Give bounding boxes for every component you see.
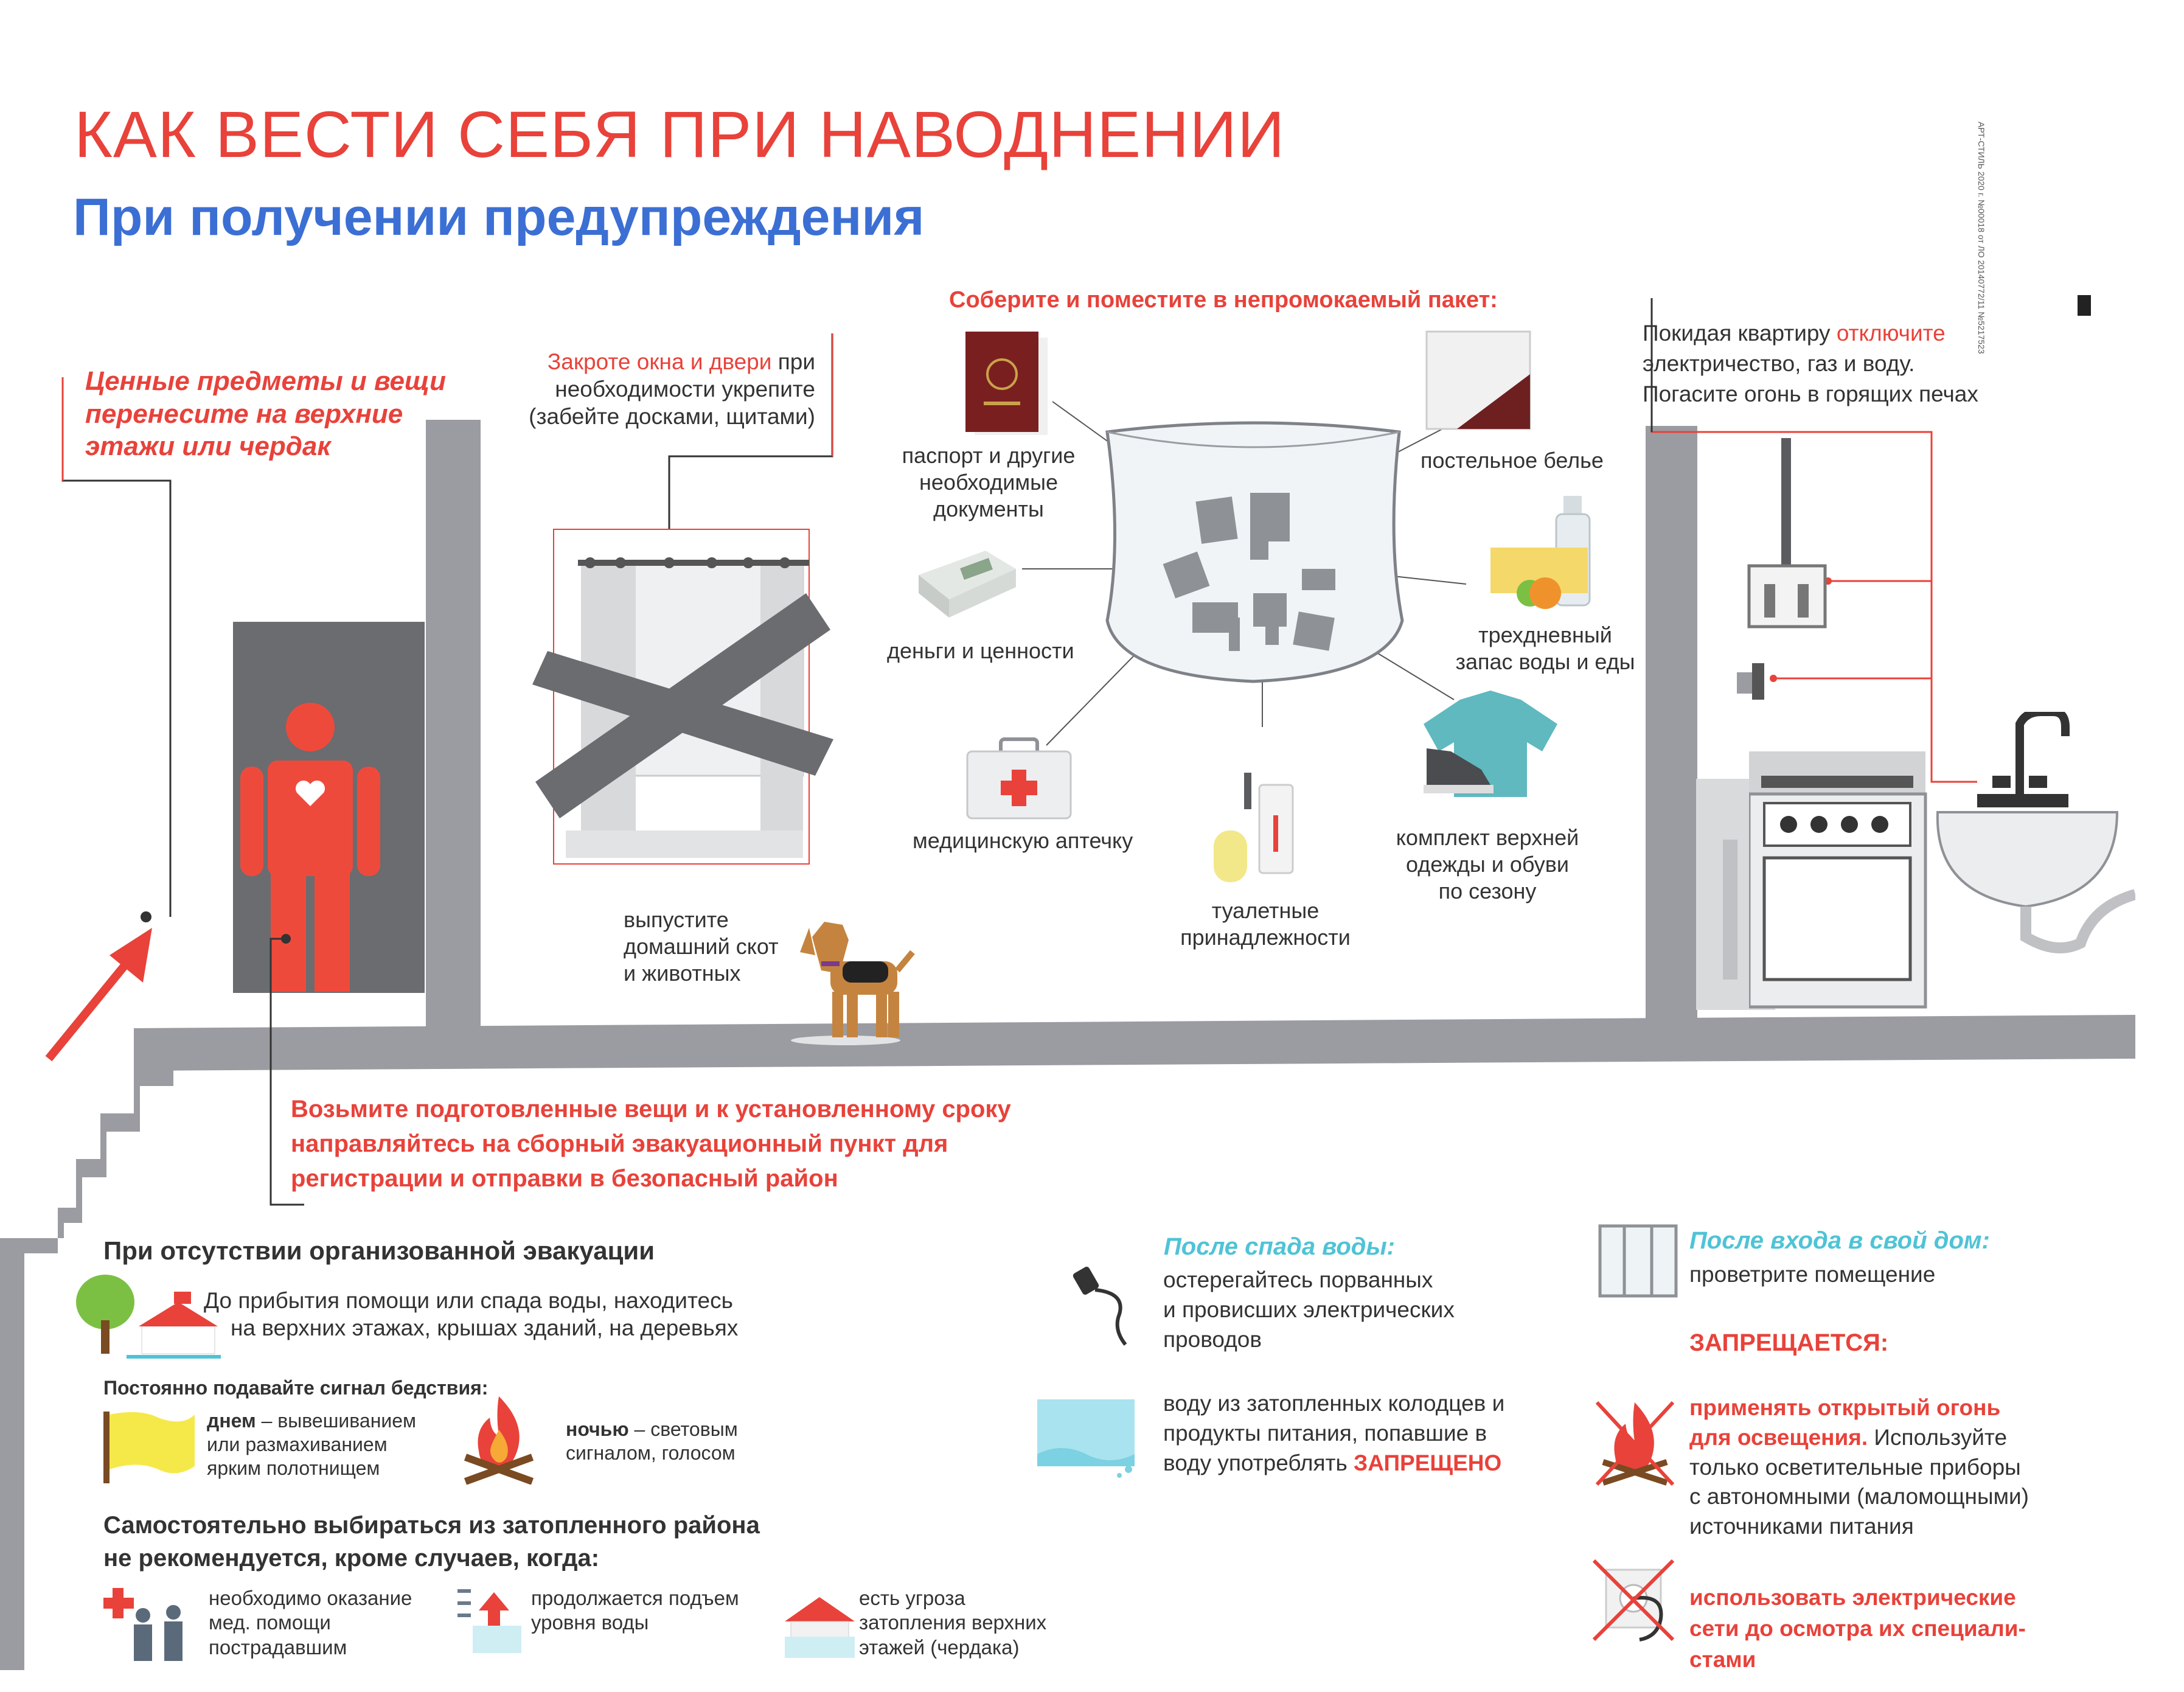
no-fire-icon xyxy=(1595,1401,1675,1486)
floor-band xyxy=(134,1015,2135,1071)
no-electric-icon xyxy=(1592,1559,1675,1642)
page-title: КАК ВЕСТИ СЕБЯ ПРИ НАВОДНЕНИИ xyxy=(74,97,1285,171)
page-subtitle: При получении предупреждения xyxy=(73,188,925,246)
campfire-icon xyxy=(464,1396,534,1485)
valuables-text: Ценные предметы и вещи перенесите на вер… xyxy=(85,366,446,462)
stove-icon xyxy=(1749,751,1927,1009)
money-icon xyxy=(919,551,1016,618)
dog-icon xyxy=(791,922,915,1045)
wires-text: остерегайтесь порванных и провисших элек… xyxy=(1163,1267,1455,1352)
flooded-house-icon xyxy=(785,1597,855,1658)
open-window-icon xyxy=(1598,1224,1678,1298)
no-evacuation-heading: При отсутствии организованной эвакуации xyxy=(103,1236,655,1265)
publisher-mark xyxy=(2078,295,2091,316)
case-medical-text: необходимо оказание мед. помощи пострада… xyxy=(209,1587,412,1659)
leaving-leader-lines xyxy=(1650,298,1977,783)
gas-valve-icon xyxy=(1737,663,1764,700)
case-roof-text: есть угроза затопления верхних этажей (ч… xyxy=(859,1587,1047,1659)
water-text: воду из затопленных колодцев и продукты … xyxy=(1163,1391,1505,1475)
contaminated-water-icon xyxy=(1037,1399,1135,1478)
first-aid-kit-icon xyxy=(966,737,1072,820)
evacuation-leader-line xyxy=(270,938,304,1206)
boarded-window-icon xyxy=(532,529,833,865)
leaving-text: Покидая квартиру отключите электричество… xyxy=(1643,321,1978,406)
signal-heading: Постоянно подавайте сигнал бедствия: xyxy=(103,1377,489,1399)
after-entry-heading: После входа в свой дом: xyxy=(1689,1227,1990,1254)
no-fire-text: применять открытый огонь для освещения. … xyxy=(1689,1395,2029,1539)
food-water-icon xyxy=(1490,496,1591,609)
ventilate-text: проветрите помещение xyxy=(1689,1262,1936,1287)
evacuation-text: Возьмите подготовленные вещи и к установ… xyxy=(291,1096,1011,1192)
staircase-shape xyxy=(0,1028,207,1670)
bag-title: Соберите и поместите в непромокаемый пак… xyxy=(949,287,1498,313)
electric-panel-icon xyxy=(1747,438,1827,628)
right-wall xyxy=(1646,426,1697,1028)
toiletries-label: туалетные принадлежности xyxy=(1180,898,1351,950)
waterproof-bag-icon xyxy=(1105,421,1404,683)
food-label: трехдневный запас воды и еды xyxy=(1455,622,1635,674)
up-arrow-icon xyxy=(45,928,152,1062)
sink-icon xyxy=(1936,712,2135,953)
case-water-text: продолжается подъем уровня воды xyxy=(531,1587,739,1634)
animals-text: выпустите домашний скот и животных xyxy=(624,907,779,986)
water-rising-icon xyxy=(457,1589,521,1653)
windows-leader-line xyxy=(668,333,833,529)
left-wall xyxy=(426,420,481,1034)
kitchen-pipe xyxy=(1723,840,1737,980)
valuables-leader-line xyxy=(61,377,172,922)
toiletries-icon xyxy=(1214,773,1294,882)
forbidden-heading: ЗАПРЕЩАЕТСЯ: xyxy=(1689,1329,1889,1356)
after-flood-heading: После спада воды: xyxy=(1164,1233,1395,1260)
day-signal-text: днем – вывешиванием или размахиванием яр… xyxy=(207,1410,417,1480)
wait-text: До прибытия помощи или спада воды, наход… xyxy=(204,1288,739,1341)
no-electric-text: использовать электрические сети до осмот… xyxy=(1689,1585,2026,1673)
clothes-shoes-icon xyxy=(1424,691,1557,797)
person-icon xyxy=(240,703,380,992)
tree-house-icon xyxy=(76,1275,221,1359)
bedding-icon xyxy=(1425,330,1531,430)
firstaid-label: медицинскую аптечку xyxy=(913,828,1133,853)
night-signal-text: ночью – световым сигналом, голосом xyxy=(566,1418,738,1464)
flag-icon xyxy=(103,1412,195,1483)
medical-help-icon xyxy=(103,1588,183,1661)
windows-text: Закроте окна и двери при необходимости у… xyxy=(529,349,815,430)
passport-icon xyxy=(965,332,1048,435)
broken-wire-icon xyxy=(1073,1267,1127,1346)
money-label: деньги и ценности xyxy=(887,638,1074,663)
passport-label: паспорт и другие необходимые документы xyxy=(902,443,1076,521)
self-exit-heading: Самостоятельно выбираться из затопленног… xyxy=(103,1512,760,1572)
clothes-label: комплект верхней одежды и обуви по сезон… xyxy=(1396,825,1579,903)
bedding-label: постельное белье xyxy=(1421,448,1604,473)
